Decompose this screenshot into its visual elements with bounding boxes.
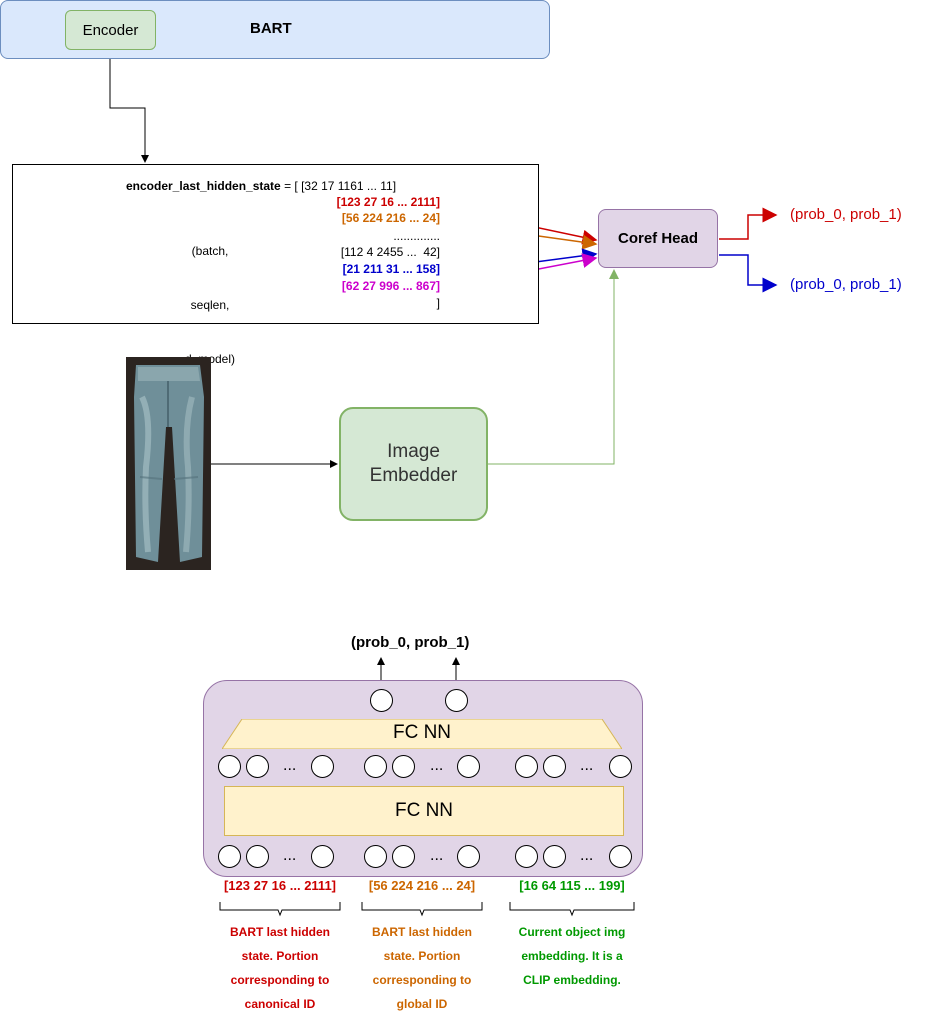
mid-node — [543, 755, 566, 778]
input-node — [457, 845, 480, 868]
hidden-state-box — [12, 164, 539, 324]
jeans-image — [126, 357, 211, 570]
fc-nn-bottom-label: FC NN — [394, 800, 454, 821]
coref-head-detail-box — [203, 680, 643, 877]
fc-nn-top — [222, 719, 622, 749]
row-black-2: [112 4 2455 ... 42] — [340, 245, 440, 259]
embedder-to-coref-arrow — [488, 269, 619, 465]
description-global-id: BART last hidden state. Portion correspo… — [347, 920, 497, 1016]
coref-head-box: Coref Head — [598, 209, 718, 268]
input-node — [218, 845, 241, 868]
row-red: [123 27 16 ... 2111] — [336, 195, 440, 209]
mid-node — [364, 755, 387, 778]
description-canonical-id: BART last hidden state. Portion correspo… — [205, 920, 355, 1016]
desc-line: corresponding to — [372, 973, 472, 987]
head-output-label: (prob_0, prob_1) — [351, 634, 470, 651]
vector-green-label: [16 64 115 ... 199] — [519, 878, 625, 893]
row-dots: .............. — [393, 229, 440, 243]
dim-seqlen: seqlen, — [190, 298, 230, 312]
input-node — [609, 845, 632, 868]
mid-node — [311, 755, 334, 778]
coref-head-label: Coref Head — [617, 230, 699, 247]
desc-line: CLIP embedding. — [523, 973, 621, 987]
mid-node — [218, 755, 241, 778]
desc-line: Current object img — [518, 925, 626, 939]
desc-line: state. Portion — [383, 949, 461, 963]
mid-dots: ... — [283, 757, 297, 774]
hidden-state-first-row: = [ [32 17 1161 ... 11] — [280, 179, 397, 193]
desc-line: global ID — [396, 997, 448, 1011]
desc-line: BART last hidden — [229, 925, 330, 939]
image-embedder-box: Image Embedder — [339, 407, 488, 521]
output-node-1 — [370, 689, 393, 712]
encoder-label: Encoder — [82, 21, 139, 39]
mid-node — [457, 755, 480, 778]
row-close: ] — [436, 296, 440, 310]
input-node — [311, 845, 334, 868]
bart-title: BART — [250, 20, 292, 37]
input-node — [392, 845, 415, 868]
input-dots: ... — [580, 847, 594, 864]
row-orange: [56 224 216 ... 24] — [341, 211, 440, 225]
desc-line: state. Portion — [241, 949, 319, 963]
coref-red-output — [719, 207, 778, 240]
hidden-state-first-line: encoder_last_hidden_state = [ [32 17 116… — [126, 179, 396, 193]
image-embedder-line-2: Embedder — [369, 465, 458, 486]
desc-line: BART last hidden — [371, 925, 472, 939]
brace-orange — [361, 902, 483, 917]
hidden-state-name: encoder_last_hidden_state — [126, 179, 281, 193]
encoder-to-state-connector — [109, 50, 149, 163]
vector-red-label: [123 27 16 ... 2111] — [223, 878, 337, 893]
mid-node — [392, 755, 415, 778]
output-node-2 — [445, 689, 468, 712]
brace-red — [219, 902, 341, 917]
mid-node — [609, 755, 632, 778]
input-node — [543, 845, 566, 868]
coref-output-red: (prob_0, prob_1) — [790, 206, 902, 223]
input-dots: ... — [283, 847, 297, 864]
row-blue: [21 211 31 ... 158] — [342, 262, 440, 276]
brace-green — [509, 902, 635, 917]
desc-line: corresponding to — [230, 973, 330, 987]
desc-line: canonical ID — [244, 997, 316, 1011]
desc-line: embedding. It is a — [521, 949, 623, 963]
mid-dots: ... — [580, 757, 594, 774]
fc-nn-bottom: FC NN — [224, 786, 624, 836]
encoder-box: Encoder — [65, 10, 156, 50]
row-magenta: [62 27 996 ... 867] — [341, 279, 440, 293]
mid-node — [246, 755, 269, 778]
mid-node — [515, 755, 538, 778]
mid-dots: ... — [430, 757, 444, 774]
dim-batch: (batch, — [191, 244, 229, 258]
image-embedder-line-1: Image — [387, 441, 440, 462]
coref-blue-output — [719, 254, 778, 293]
coref-output-blue: (prob_0, prob_1) — [790, 276, 902, 293]
fc-nn-top-label: FC NN — [392, 722, 452, 743]
input-node — [364, 845, 387, 868]
input-node — [515, 845, 538, 868]
vector-orange-label: [56 224 216 ... 24] — [368, 878, 476, 893]
description-clip-embedding: Current object img embedding. It is a CL… — [497, 920, 647, 992]
input-dots: ... — [430, 847, 444, 864]
input-node — [246, 845, 269, 868]
